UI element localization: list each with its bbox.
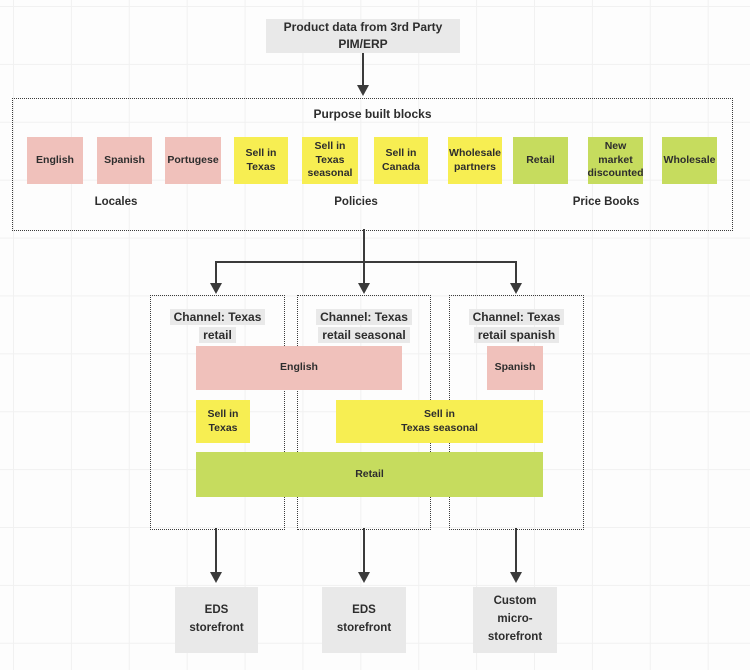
channel-container-texas-retail: Channel: Texas retail	[150, 295, 285, 530]
branch-drop-line-3	[515, 261, 517, 284]
arrow-storefront-line-2	[363, 528, 365, 573]
block-portugese: Portugese	[165, 137, 221, 184]
channel-block-english: English	[196, 346, 402, 390]
branch-drop-line-2	[363, 261, 365, 284]
channel-title-texas-retail: Channel: Texas retail	[151, 308, 284, 344]
block-sell-in-texas-seasonal: Sell in Texas seasonal	[302, 137, 358, 184]
arrow-storefront-line-1	[215, 528, 217, 573]
branch-drop-head-1	[210, 283, 222, 294]
block-wholesale: Wholesale	[662, 137, 717, 184]
group-label-locales: Locales	[94, 196, 138, 208]
block-sell-in-texas: Sell in Texas	[234, 137, 288, 184]
branch-drop-head-2	[358, 283, 370, 294]
block-wholesale-partners: Wholesale partners	[448, 137, 502, 184]
storefront-eds-2: EDS storefront	[322, 587, 406, 653]
block-english: English	[27, 137, 83, 184]
purpose-blocks-title: Purpose built blocks	[313, 107, 432, 121]
arrow-storefront-line-3	[515, 528, 517, 573]
purpose-blocks-container: Purpose built blocks English Spanish Por…	[12, 98, 733, 231]
block-new-market-discounted: New market discounted	[588, 137, 644, 184]
branch-drop-line-1	[215, 261, 217, 284]
channel-block-spanish: Spanish	[487, 346, 543, 390]
arrow-source-head	[357, 85, 369, 96]
channel-title-texas-retail-spanish: Channel: Texas retail spanish	[450, 308, 583, 344]
channel-title-texas-retail-seasonal: Channel: Texas retail seasonal	[298, 308, 430, 344]
storefront-custom-micro: Custom micro- storefront	[473, 587, 557, 653]
block-retail: Retail	[513, 137, 568, 184]
block-spanish: Spanish	[97, 137, 152, 184]
group-label-price-books: Price Books	[572, 196, 640, 208]
arrow-storefront-head-3	[510, 572, 522, 583]
arrow-storefront-head-2	[358, 572, 370, 583]
group-label-policies: Policies	[334, 196, 378, 208]
source-node: Product data from 3rd Party PIM/ERP	[266, 19, 460, 53]
channel-block-sell-in-texas-seasonal: Sell in Texas seasonal	[336, 400, 543, 443]
arrow-source-line	[362, 53, 364, 86]
branch-horizontal-line	[215, 261, 517, 263]
branch-drop-head-3	[510, 283, 522, 294]
storefront-eds-1: EDS storefront	[175, 587, 258, 653]
channel-block-retail: Retail	[196, 452, 543, 497]
channel-block-sell-in-texas: Sell in Texas	[196, 400, 250, 443]
branch-stem-line	[363, 229, 365, 263]
arrow-storefront-head-1	[210, 572, 222, 583]
block-sell-in-canada: Sell in Canada	[374, 137, 428, 184]
